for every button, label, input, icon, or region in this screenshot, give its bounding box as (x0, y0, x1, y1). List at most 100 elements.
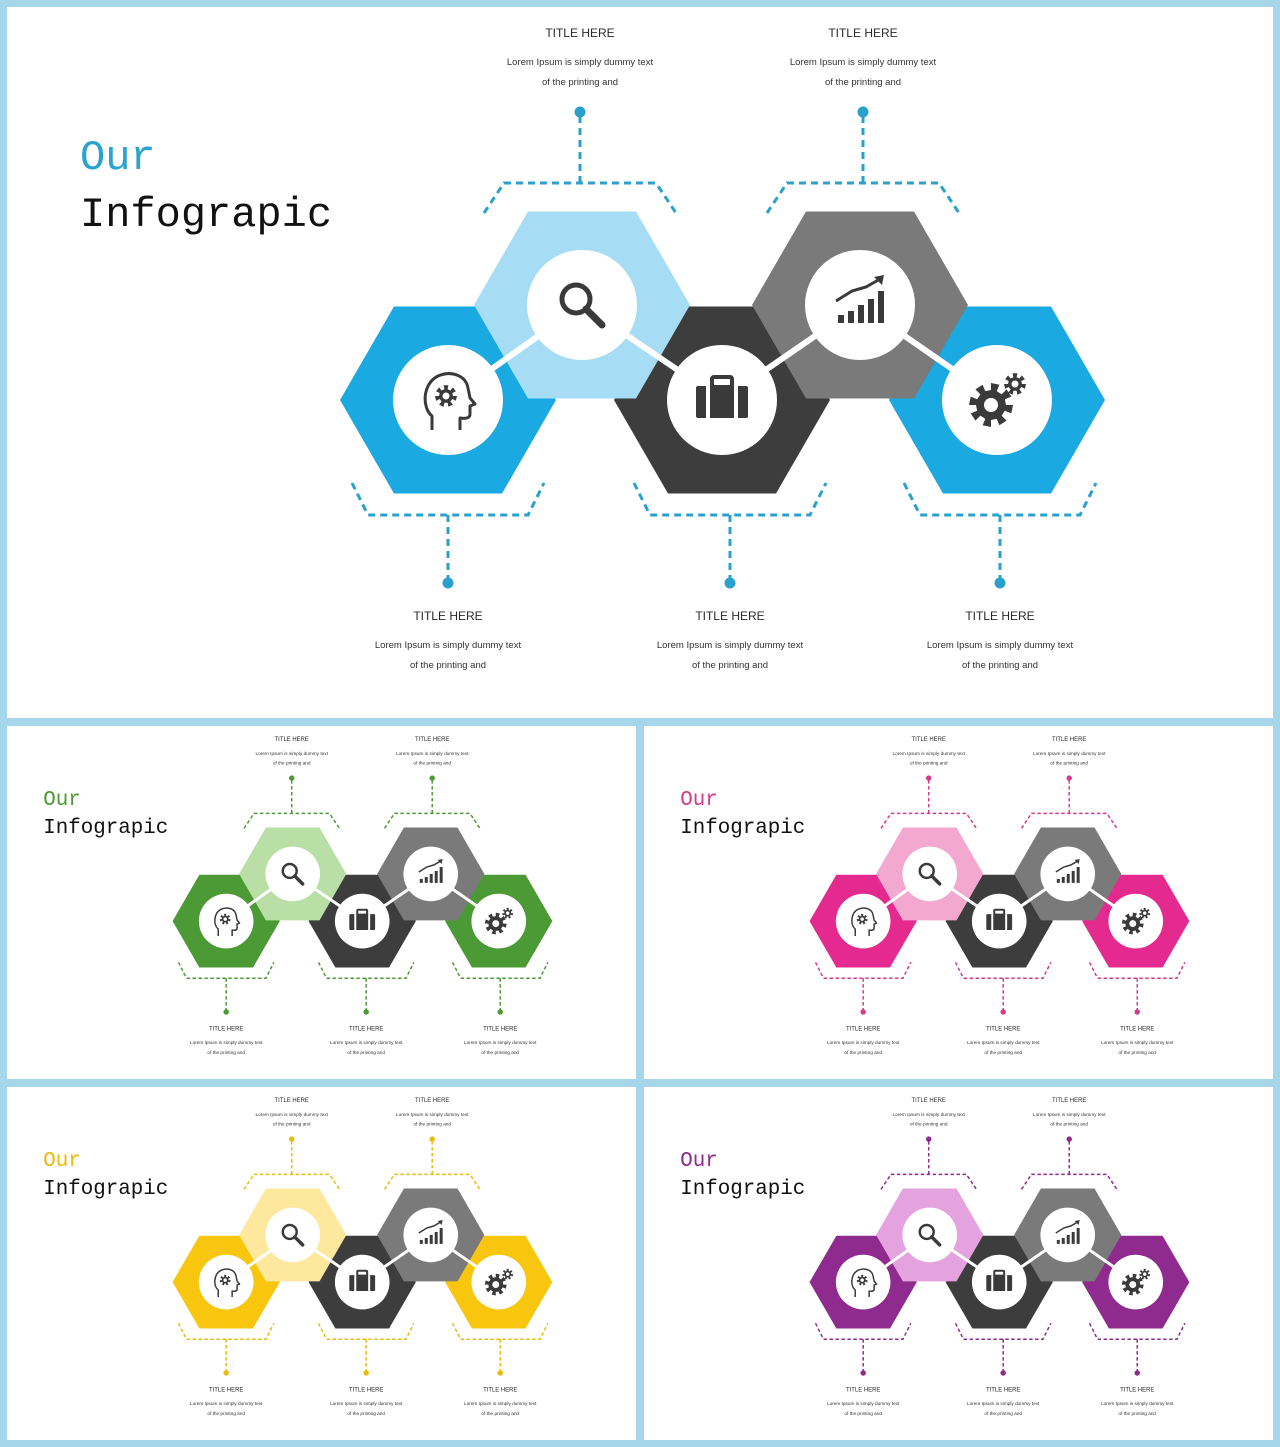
top-caption-line1: Lorem Ipsum is simply dummy text (256, 751, 329, 756)
bottom-bracket (451, 961, 549, 979)
icon-circle (265, 1207, 321, 1263)
top-dot (1066, 775, 1072, 781)
bottom-bracket (1088, 1322, 1186, 1340)
top-caption-title: TITLE HERE (415, 737, 449, 743)
briefcase-icon (986, 1269, 1013, 1292)
top-caption-title: TITLE HERE (1052, 737, 1086, 743)
heading-our: Our (43, 788, 81, 812)
top-caption-title: TITLE HERE (275, 1098, 309, 1104)
heading-infograpic: Infograpic (680, 816, 806, 840)
top-bracket (383, 812, 481, 829)
top-bracket (880, 812, 977, 829)
bottom-caption-title: TITLE HERE (986, 1387, 1020, 1393)
bottom-caption-line1: Lorem Ipsum is simply dummy text (330, 1401, 403, 1406)
icon-circle (902, 846, 958, 902)
search-icon (559, 282, 606, 329)
top-caption-line2: of the printing and (273, 1122, 311, 1127)
top-dot (288, 1136, 295, 1142)
bottom-caption-line1: Lorem Ipsum is simply dummy text (375, 640, 522, 651)
top-caption-title: TITLE HERE (1052, 1098, 1086, 1104)
top-caption-line1: Lorem Ipsum is simply dummy text (893, 751, 966, 756)
bottom-caption-title: TITLE HERE (846, 1026, 880, 1032)
bottom-caption-title: TITLE HERE (695, 609, 764, 623)
top-caption-line2: of the printing and (910, 761, 948, 766)
bottom-caption-line2: of the printing and (844, 1050, 882, 1055)
bottom-caption-line2: of the printing and (1118, 1050, 1156, 1055)
bottom-dot (497, 1009, 503, 1015)
bottom-dot (363, 1009, 369, 1015)
icon-circle (527, 250, 637, 360)
bottom-caption-line1: Lorem Ipsum is simply dummy text (464, 1040, 537, 1045)
bottom-caption-line2: of the printing and (347, 1050, 385, 1055)
bottom-caption-line1: Lorem Ipsum is simply dummy text (464, 1401, 537, 1406)
hexagon-diagram: TITLE HERE Lorem Ipsum is simply dummy te… (172, 737, 553, 1055)
bar-chart-icon (1055, 1220, 1080, 1244)
bottom-caption-line2: of the printing and (481, 1411, 519, 1416)
top-caption-title: TITLE HERE (828, 26, 897, 40)
bottom-caption-line1: Lorem Ipsum is simply dummy text (657, 640, 804, 651)
bottom-caption-line2: of the printing and (984, 1411, 1022, 1416)
gears-icon (969, 373, 1026, 427)
bottom-dot (223, 1009, 229, 1015)
bottom-dot (1134, 1370, 1140, 1376)
bottom-caption-title: TITLE HERE (209, 1387, 243, 1393)
bottom-caption-title: TITLE HERE (483, 1387, 517, 1393)
briefcase-icon (696, 375, 748, 418)
bottom-bracket (814, 1322, 912, 1340)
bottom-caption-line2: of the printing and (692, 660, 768, 671)
bottom-caption-title: TITLE HERE (1120, 1387, 1154, 1393)
bottom-bracket (814, 961, 912, 979)
bottom-bracket (632, 482, 828, 517)
bottom-caption-line1: Lorem Ipsum is simply dummy text (190, 1040, 263, 1045)
head-gear-icon (423, 372, 477, 430)
top-caption-line1: Lorem Ipsum is simply dummy text (1033, 1112, 1106, 1117)
bottom-caption-line1: Lorem Ipsum is simply dummy text (967, 1401, 1040, 1406)
bottom-caption-title: TITLE HERE (483, 1026, 517, 1032)
top-caption-line2: of the printing and (910, 1122, 948, 1127)
bottom-bracket (350, 482, 546, 517)
bottom-caption-line2: of the printing and (844, 1411, 882, 1416)
bar-chart-icon (418, 859, 443, 883)
head-gear-icon (851, 1268, 878, 1298)
bottom-caption-line2: of the printing and (984, 1050, 1022, 1055)
bottom-caption-line2: of the printing and (410, 660, 486, 671)
bottom-bracket (1088, 961, 1186, 979)
heading-our: Our (680, 1149, 718, 1173)
bottom-bracket (177, 1322, 275, 1340)
search-icon (281, 1223, 305, 1247)
heading-infograpic: Infograpic (80, 191, 333, 239)
top-caption-line2: of the printing and (542, 77, 618, 88)
heading-infograpic: Infograpic (43, 816, 169, 840)
bottom-dot (724, 577, 736, 589)
top-caption-title: TITLE HERE (275, 737, 309, 743)
search-icon (918, 862, 942, 886)
icon-circle (1040, 1207, 1096, 1263)
top-caption-title: TITLE HERE (912, 1098, 946, 1104)
bottom-caption-line1: Lorem Ipsum is simply dummy text (927, 640, 1074, 651)
bottom-caption-line1: Lorem Ipsum is simply dummy text (827, 1401, 900, 1406)
top-dot (429, 1136, 435, 1142)
bottom-dot (497, 1370, 503, 1376)
gears-icon (1121, 907, 1151, 935)
heading-our: Our (80, 134, 156, 182)
bottom-caption-line1: Lorem Ipsum is simply dummy text (967, 1040, 1040, 1045)
head-gear-icon (214, 907, 241, 937)
top-caption-line2: of the printing and (273, 761, 311, 766)
briefcase-icon (349, 908, 376, 931)
bar-chart-icon (835, 275, 884, 323)
bottom-caption-title: TITLE HERE (846, 1387, 880, 1393)
head-gear-icon (851, 907, 878, 937)
bottom-caption-title: TITLE HERE (1120, 1026, 1154, 1032)
top-caption-title: TITLE HERE (415, 1098, 449, 1104)
top-dot (1066, 1136, 1072, 1142)
bottom-bracket (317, 1322, 415, 1340)
bottom-caption-title: TITLE HERE (965, 609, 1034, 623)
bottom-caption-line1: Lorem Ipsum is simply dummy text (827, 1040, 900, 1045)
bottom-dot (1000, 1009, 1006, 1015)
bottom-caption-line2: of the printing and (962, 660, 1038, 671)
top-dot (429, 775, 435, 781)
top-caption-line2: of the printing and (1050, 1122, 1088, 1127)
bottom-caption-line2: of the printing and (1118, 1411, 1156, 1416)
